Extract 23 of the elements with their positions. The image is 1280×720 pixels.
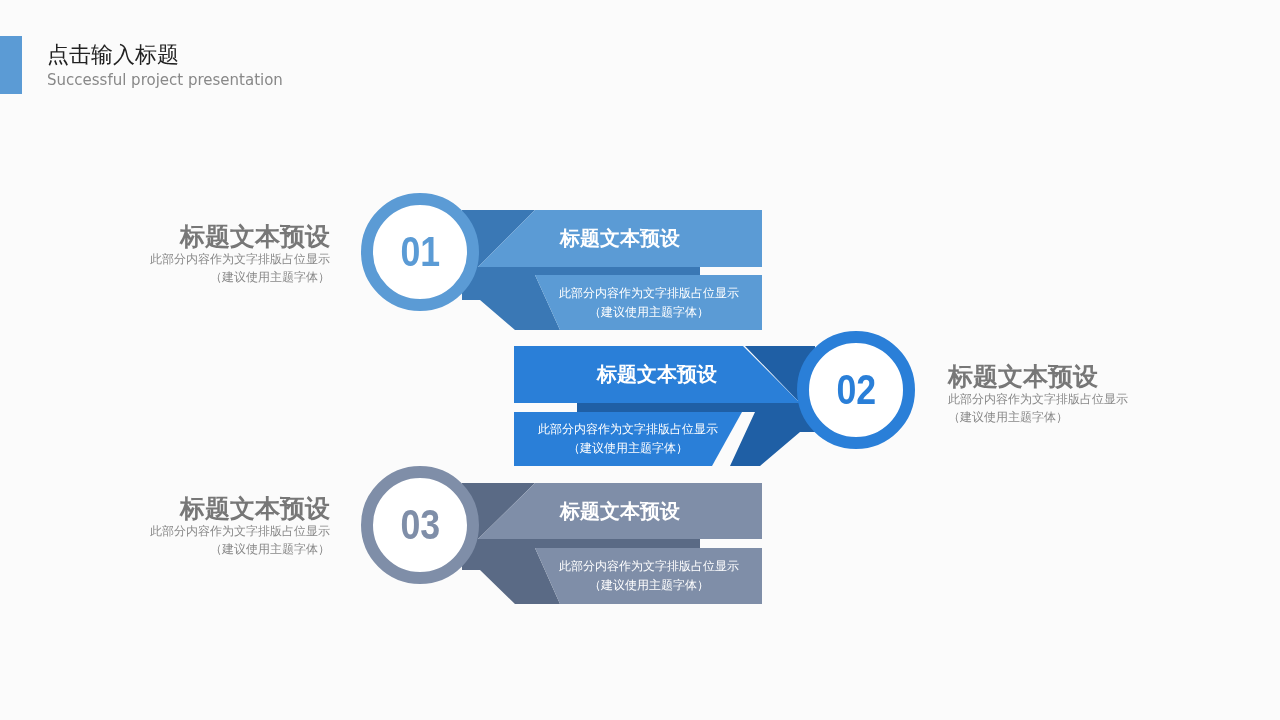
bar-text: 此部分内容作为文字排版占位显示（建议使用主题字体） [557,284,740,321]
slide-title: 点击输入标题 [47,41,179,69]
text-bar [535,275,762,330]
text-bar [535,548,762,604]
side-text: 此部分内容作为文字排版占位显示（建议使用主题字体） [948,391,1129,426]
side-heading: 标题文本预设 [178,493,330,525]
bar-title: 标题文本预设 [560,497,680,525]
side-heading: 标题文本预设 [948,361,1099,393]
bar-title: 标题文本预设 [560,225,680,252]
title-bar [478,483,762,539]
bar-title: 标题文本预设 [597,361,717,388]
step-number: 02 [836,366,876,414]
bar-text: 此部分内容作为文字排版占位显示（建议使用主题字体） [537,421,719,457]
title-bar [514,346,800,403]
step-number: 01 [400,228,440,276]
bar-text: 此部分内容作为文字排版占位显示（建议使用主题字体） [557,558,740,594]
side-text: 此部分内容作为文字排版占位显示（建议使用主题字体） [149,251,330,286]
step-number: 03 [400,501,440,549]
side-text: 此部分内容作为文字排版占位显示（建议使用主题字体） [149,523,330,558]
text-bar [514,412,742,466]
side-heading: 标题文本预设 [178,221,330,253]
title-bar [478,210,762,267]
subtitle: Successful project presentation [47,71,283,89]
